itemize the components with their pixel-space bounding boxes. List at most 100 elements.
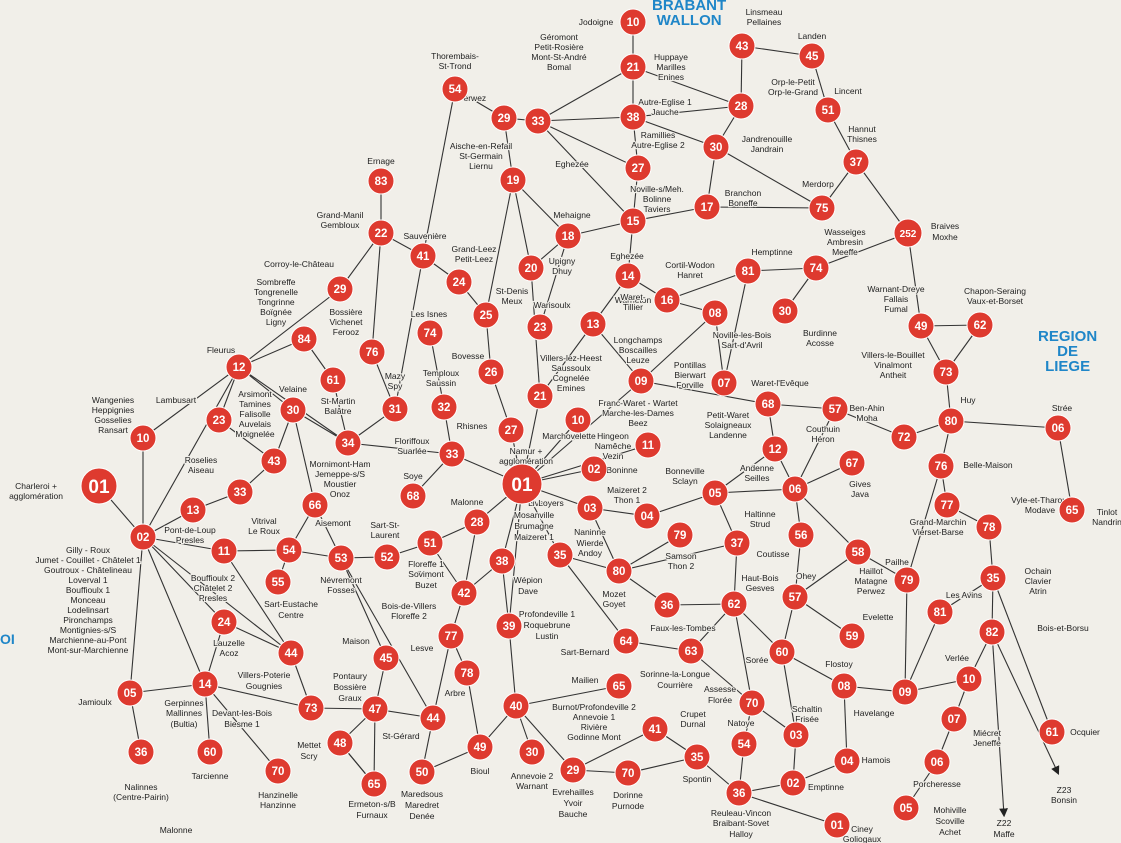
route-node: 23: [526, 313, 554, 341]
route-node-number: 47: [369, 704, 382, 716]
route-line: [738, 792, 838, 826]
route-node-number: 58: [852, 547, 865, 559]
route-line: [142, 366, 240, 538]
place-label: Coutisse: [756, 549, 789, 559]
place-label: Thisnes: [847, 134, 877, 144]
route-node: 03: [782, 721, 810, 749]
route-node-circle: [179, 496, 207, 524]
route-node: 11: [634, 431, 662, 459]
route-node: 45: [372, 644, 400, 672]
route-node: 09: [891, 678, 919, 706]
route-node-circle: [327, 544, 355, 572]
place-label: Namêche: [595, 441, 632, 451]
route-node-number: 35: [554, 550, 567, 562]
route-node-number: 35: [691, 752, 704, 764]
route-node-circle: [933, 491, 961, 519]
place-label: Laurent: [371, 530, 400, 540]
place-label: Bossière: [333, 682, 366, 692]
place-label: Les Avins: [946, 590, 982, 600]
route-node: 50: [408, 758, 436, 786]
place-label: Warisoulx: [534, 300, 572, 310]
place-label: Arsimont: [238, 389, 272, 399]
place-label: Ohey: [796, 571, 817, 581]
route-node-number: 05: [709, 488, 722, 500]
route-node-number: 27: [505, 425, 518, 437]
place-label: Vezin: [603, 451, 624, 461]
place-label: Brumagne: [514, 521, 553, 531]
route-node-circle: [326, 729, 354, 757]
route-node-number: 23: [534, 322, 547, 334]
route-node-circle: [495, 612, 523, 640]
place-label: Lincent: [834, 86, 862, 96]
route-node-number: 16: [661, 295, 674, 307]
route-node-circle: [116, 679, 144, 707]
place-label: Lustin: [536, 631, 559, 641]
route-node-number: 17: [701, 202, 714, 214]
route-node: 80: [937, 407, 965, 435]
place-label: Ermeton-s/B: [348, 799, 396, 809]
route-node-circle: [893, 218, 923, 248]
place-label: Waret-l'Evêque: [751, 378, 809, 388]
place-label: Antheit: [880, 370, 907, 380]
route-node: 55: [264, 568, 292, 596]
route-node-number: 21: [627, 62, 640, 74]
place-label: Vitrival: [251, 516, 276, 526]
place-label: Gives: [849, 479, 871, 489]
route-node-number: 37: [850, 157, 863, 169]
route-node: 06: [923, 748, 951, 776]
place-label: Malonne: [160, 825, 193, 835]
route-node-number: 24: [453, 277, 466, 289]
route-node-circle: [373, 543, 401, 571]
place-label: Atrin: [1029, 586, 1047, 596]
route-node-circle: [453, 659, 481, 687]
route-node: 33: [438, 440, 466, 468]
place-label: Onoz: [330, 489, 350, 499]
route-node-circle: [210, 537, 238, 565]
route-node-number: 29: [498, 113, 511, 125]
place-label: Yvoir: [564, 798, 583, 808]
route-node-number: 80: [945, 416, 958, 428]
route-node-number: 33: [234, 487, 247, 499]
place-label: Gerpinnes: [164, 698, 203, 708]
route-node: 63: [677, 637, 705, 665]
region-liege-line2: DE: [1057, 343, 1079, 360]
place-label: Andoy: [578, 548, 603, 558]
place-label: Pironchamps: [63, 615, 113, 625]
place-label: Ramillies: [641, 130, 675, 140]
route-node: 79: [893, 566, 921, 594]
route-line: [512, 179, 532, 269]
place-label: Géromont: [540, 32, 578, 42]
route-line: [292, 409, 316, 506]
route-node-number: 08: [709, 308, 722, 320]
place-label: Solaigneaux: [705, 420, 753, 430]
route-node: 10: [129, 424, 157, 452]
route-node-number: 60: [204, 747, 217, 759]
route-line: [632, 105, 742, 118]
place-label: Grand-Marchin: [910, 517, 967, 527]
place-label: Jumet - Couillet - Châtelet 1: [35, 555, 141, 565]
place-label: Emptinne: [808, 782, 844, 792]
place-label: Florée: [708, 695, 732, 705]
place-label: Pailhe: [885, 557, 909, 567]
route-node: 61: [319, 366, 347, 394]
route-line: [794, 408, 836, 490]
route-node-number: 06: [1052, 423, 1065, 435]
route-node-number: 52: [381, 552, 394, 564]
place-label: Orp-le-Petit: [771, 77, 815, 87]
route-node-circle: [653, 286, 681, 314]
place-label: Bomal: [547, 62, 571, 72]
place-label: Godinne Mont: [567, 732, 621, 742]
route-node-circle: [497, 416, 525, 444]
route-node: 74: [416, 319, 444, 347]
place-label: Meeffe: [832, 247, 858, 257]
place-label: Mazy: [385, 371, 406, 381]
route-node-circle: [975, 513, 1003, 541]
route-node-number: 07: [948, 714, 961, 726]
route-node: 27: [497, 416, 525, 444]
place-label: Spy: [388, 381, 403, 391]
route-node-number: 81: [934, 607, 947, 619]
place-label: Namur +: [510, 446, 543, 456]
place-label: Moignelée: [235, 429, 274, 439]
route-node: 11: [210, 537, 238, 565]
place-label: Denée: [409, 811, 434, 821]
